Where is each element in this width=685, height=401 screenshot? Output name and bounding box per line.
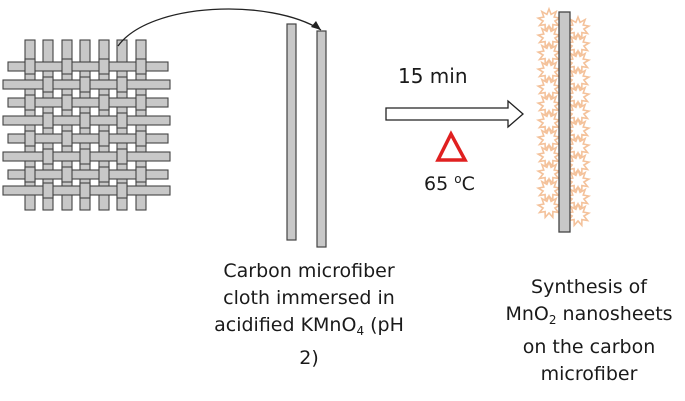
weave-crossing bbox=[98, 58, 110, 75]
horizontal-thread bbox=[7, 61, 169, 72]
weave-crossing bbox=[79, 112, 91, 129]
fiber-strip-left bbox=[286, 23, 297, 241]
horizontal-thread bbox=[7, 97, 169, 108]
weave-crossing bbox=[79, 76, 91, 93]
weave-crossing bbox=[98, 166, 110, 183]
woven-carbon-cloth bbox=[2, 39, 171, 211]
horizontal-thread bbox=[7, 133, 169, 144]
weave-crossing bbox=[98, 130, 110, 147]
carbon-fiber-core bbox=[558, 11, 571, 233]
coated-fiber bbox=[535, 6, 592, 233]
weave-crossing bbox=[79, 148, 91, 165]
weave-crossing bbox=[135, 130, 147, 147]
weave-crossing bbox=[24, 94, 36, 111]
weave-crossing bbox=[24, 58, 36, 75]
weave-crossing bbox=[24, 130, 36, 147]
weave-crossing bbox=[135, 58, 147, 75]
weave-crossing bbox=[116, 76, 128, 93]
weave-crossing bbox=[61, 130, 73, 147]
weave-crossing bbox=[61, 94, 73, 111]
weave-crossing bbox=[42, 112, 54, 129]
fiber-strip-right bbox=[316, 30, 327, 248]
nanosheet-flower bbox=[535, 193, 563, 220]
weave-crossing bbox=[135, 94, 147, 111]
weave-crossing bbox=[135, 166, 147, 183]
curved-arrow-head bbox=[311, 21, 321, 30]
immersion-caption: Carbon microfiber cloth immersed in acid… bbox=[214, 260, 404, 369]
time-label: 15 min bbox=[398, 64, 468, 88]
horizontal-thread bbox=[7, 169, 169, 180]
weave-crossing bbox=[79, 182, 91, 199]
weave-crossing bbox=[42, 182, 54, 199]
weave-crossing bbox=[42, 76, 54, 93]
weave-crossing bbox=[116, 148, 128, 165]
weave-crossing bbox=[98, 94, 110, 111]
weave-crossing bbox=[42, 148, 54, 165]
process-arrow bbox=[385, 99, 524, 129]
temperature-label: 65 oC bbox=[424, 172, 475, 195]
heat-triangle bbox=[435, 130, 468, 162]
weave-crossing bbox=[116, 182, 128, 199]
curved-arrow bbox=[117, 8, 322, 47]
weave-crossing bbox=[116, 112, 128, 129]
weave-crossing bbox=[61, 166, 73, 183]
weave-crossing bbox=[24, 166, 36, 183]
weave-crossing bbox=[61, 58, 73, 75]
synthesis-caption: Synthesis of MnO2 nanosheets on the carb… bbox=[505, 276, 673, 385]
nanosheet-flower bbox=[564, 201, 592, 228]
